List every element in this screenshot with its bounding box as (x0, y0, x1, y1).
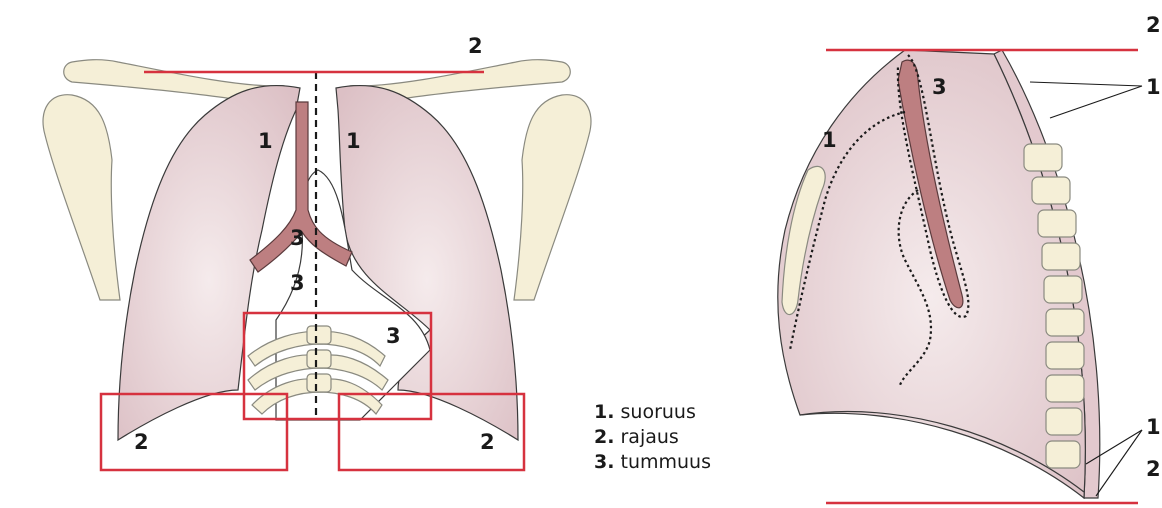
label-spine-3: 3 (386, 324, 401, 348)
label-lateral-top-2: 2 (1146, 13, 1161, 37)
label-lateral-bottom-2: 2 (1146, 457, 1161, 481)
legend-item-3: 3. tummuus (594, 450, 711, 475)
legend-text: rajaus (621, 426, 679, 448)
label-lateral-trachea-3: 3 (932, 75, 947, 99)
legend-text: tummuus (621, 451, 712, 473)
label-lateral-upper-1: 1 (1146, 75, 1161, 99)
legend-number: 2. (594, 426, 614, 448)
label-right-base-2: 2 (480, 430, 495, 454)
legend-number: 1. (594, 401, 614, 423)
label-heart-3: 3 (290, 271, 305, 295)
lateral-view: 2 1 3 1 1 2 (778, 13, 1161, 503)
legend: 1. suoruus 2. rajaus 3. tummuus (594, 400, 711, 475)
label-lateral-lower-1: 1 (1146, 415, 1161, 439)
legend-text: suoruus (621, 401, 696, 423)
lateral-lung (778, 50, 1086, 498)
label-left-upper-1: 1 (346, 129, 361, 153)
frontal-view: 2 1 1 3 3 3 2 2 (43, 34, 591, 470)
legend-number: 3. (594, 451, 614, 473)
label-left-base-2: 2 (134, 430, 149, 454)
legend-item-2: 2. rajaus (594, 425, 711, 450)
legend-item-1: 1. suoruus (594, 400, 711, 425)
label-top-2: 2 (468, 34, 483, 58)
label-right-upper-1: 1 (258, 129, 273, 153)
label-lateral-fissure-1: 1 (822, 128, 837, 152)
label-carina-3: 3 (290, 226, 305, 250)
